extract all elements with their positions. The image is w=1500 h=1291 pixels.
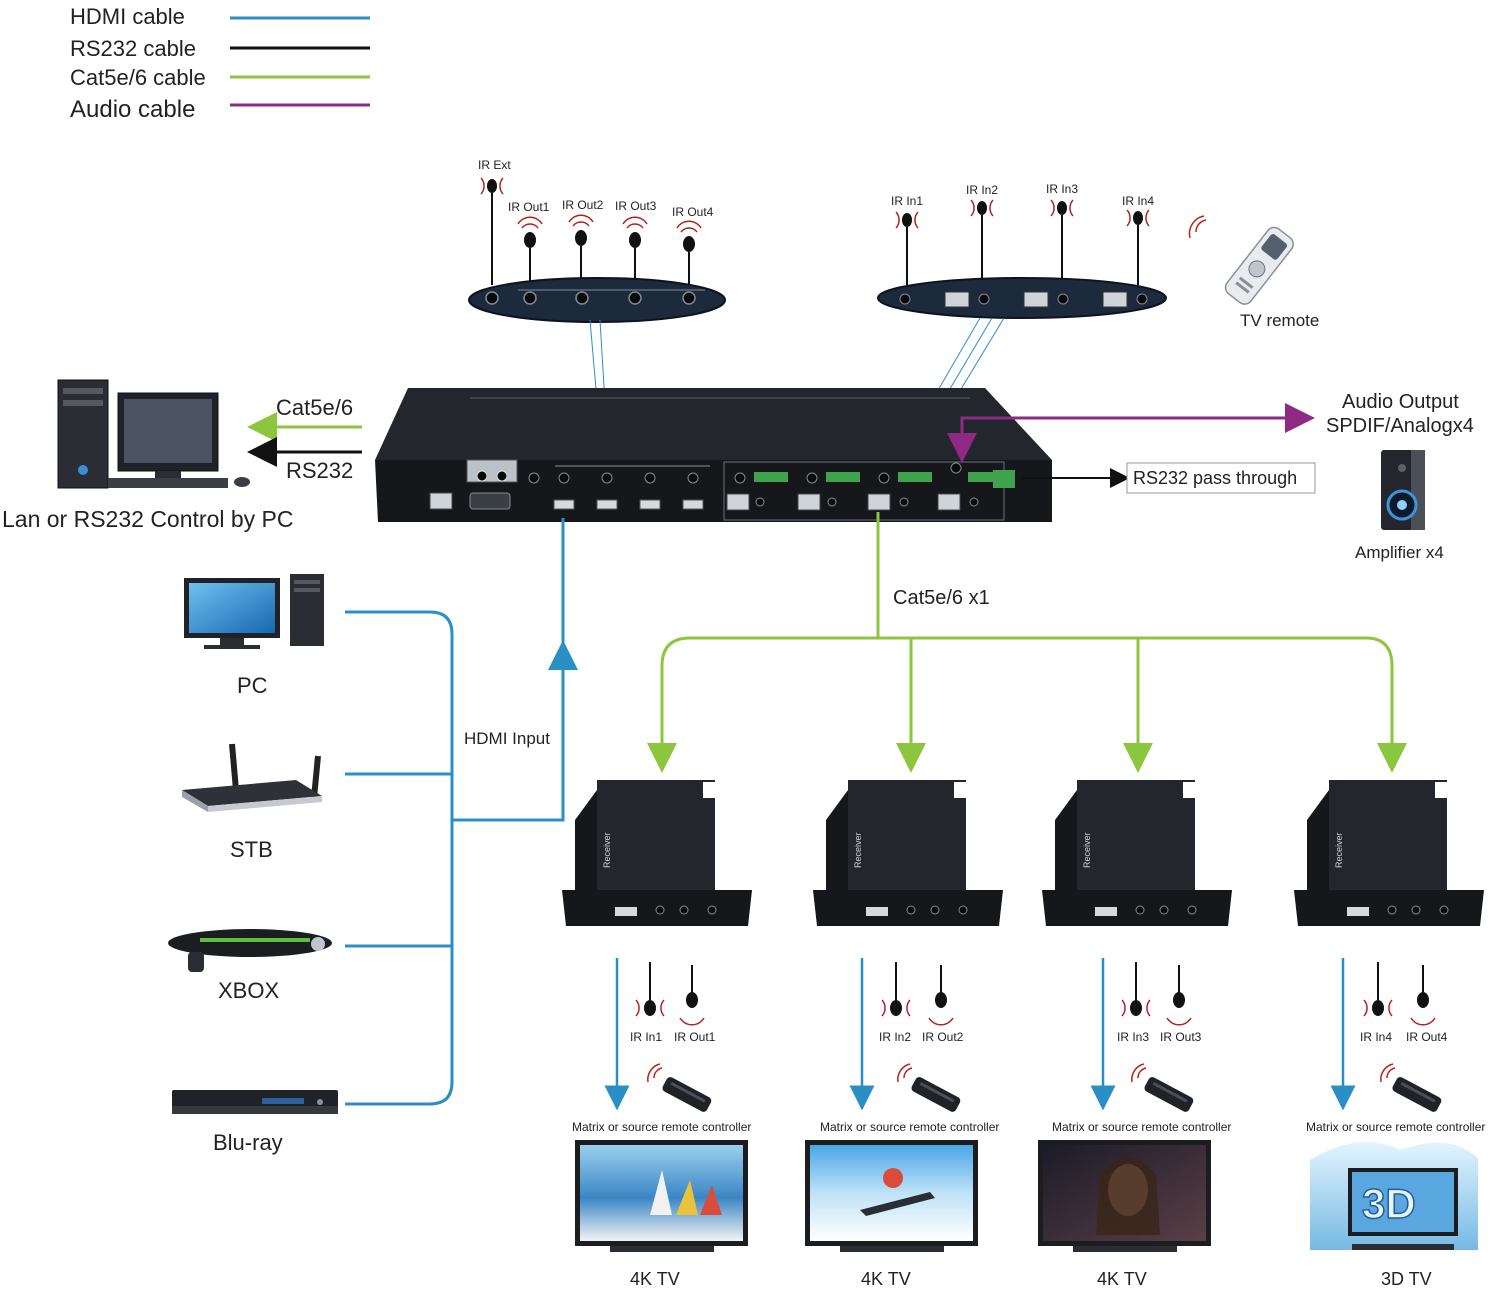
receiver-2-ir-in-label: IR In2 (879, 1030, 911, 1044)
receiver-1: Receiver (562, 780, 752, 926)
receiver-4: Receiver (1294, 780, 1484, 926)
ir-emitter-icon (517, 216, 543, 285)
ir-out3-label: IR Out3 (615, 199, 657, 213)
ir-in3-label: IR In3 (1046, 182, 1078, 196)
rs232-pass-label: RS232 pass through (1133, 468, 1297, 488)
legend-hdmi-label: HDMI cable (70, 4, 185, 29)
source-label-stb: STB (230, 837, 273, 862)
source-label-bluray: Blu-ray (213, 1130, 283, 1155)
remote-controller-icon (647, 1063, 712, 1112)
ir-out-panel (468, 277, 726, 323)
source-label-pc: PC (237, 673, 268, 698)
ir-in-panel (877, 277, 1167, 319)
receiver-1-label: Receiver (602, 832, 612, 868)
receiver-4-ir (1363, 962, 1436, 1026)
remote-controller-icon (897, 1063, 961, 1112)
legend-audio-label: Audio cable (70, 96, 195, 123)
receiver-2: Receiver (813, 780, 1003, 926)
ir-out4-label: IR Out4 (672, 205, 714, 219)
ir-emitter-icon (676, 220, 702, 285)
tv-remote-label: TV remote (1240, 311, 1319, 330)
ir-receiver-icon (480, 177, 504, 285)
receiver-3-ir-in-label: IR In3 (1117, 1030, 1149, 1044)
tv-3-label: 4K TV (1097, 1269, 1147, 1289)
tv-2-label: 4K TV (861, 1269, 911, 1289)
tv-4-label: 3D TV (1381, 1269, 1432, 1289)
receiver-4-label: Receiver (1334, 832, 1344, 868)
source-bluray-icon (172, 1090, 338, 1114)
ir-receiver-icon (970, 199, 994, 280)
receiver-4-remote-label: Matrix or source remote controller (1306, 1120, 1485, 1134)
receiver-2-remote-label: Matrix or source remote controller (820, 1120, 999, 1134)
tv-remote-icon (1188, 215, 1294, 305)
ir-emitter-icon (622, 216, 648, 285)
receiver-3-ir (1121, 962, 1192, 1026)
receiver-2-ir (881, 962, 954, 1026)
source-label-xbox: XBOX (218, 978, 279, 1003)
control-pc-icon (57, 379, 250, 489)
hdmi-input-label: HDMI Input (464, 729, 550, 748)
pc-control-rs232-label: RS232 (286, 458, 353, 483)
tv-1-label: 4K TV (630, 1269, 680, 1289)
legend: HDMI cable RS232 cable Cat5e/6 cable Aud… (70, 4, 370, 123)
receiver-4-ir-out-label: IR Out4 (1406, 1030, 1448, 1044)
ir-in2-label: IR In2 (966, 183, 998, 197)
receiver-1-remote-label: Matrix or source remote controller (572, 1120, 751, 1134)
source-pc-icon (184, 574, 324, 649)
amplifier-label: Amplifier x4 (1355, 543, 1444, 562)
audio-output-line1: Audio Output (1342, 391, 1459, 413)
hdmi-source-bus (345, 518, 578, 1106)
ir-receiver-icon (1050, 199, 1074, 280)
source-stb-icon (182, 743, 322, 812)
pc-control-caption: Lan or RS232 Control by PC (2, 506, 294, 532)
ir-receiver-icon (1126, 209, 1150, 285)
tv-4-3d-badge: 3D (1362, 1180, 1416, 1227)
tv-2 (805, 1140, 978, 1252)
receiver-2-ir-out-label: IR Out2 (922, 1030, 964, 1044)
receiver-2-label: Receiver (853, 832, 863, 868)
receiver-1-ir-in-label: IR In1 (630, 1030, 662, 1044)
ir-in-panel-group: IR In1 IR In2 IR In3 IR In4 (877, 182, 1167, 319)
tv-4: 3D (1310, 1142, 1478, 1250)
cat-x1-label: Cat5e/6 x1 (893, 587, 990, 609)
source-xbox-icon (168, 929, 332, 972)
matrix-switcher (375, 388, 1052, 522)
legend-rs232-label: RS232 cable (70, 36, 196, 61)
remote-controller-icon (1380, 1063, 1442, 1112)
ir-receiver-icon (895, 211, 919, 285)
ir-ext-label: IR Ext (478, 158, 511, 172)
audio-output-line2: SPDIF/Analogx4 (1326, 415, 1474, 437)
remote-controller-icon (1131, 1063, 1194, 1112)
receiver-3-ir-out-label: IR Out3 (1160, 1030, 1202, 1044)
ir-in4-label: IR In4 (1122, 194, 1154, 208)
ir-emitter-icon (568, 214, 594, 285)
ir-out1-label: IR Out1 (508, 200, 550, 214)
receiver-1-ir-out-label: IR Out1 (674, 1030, 716, 1044)
hdmi-output-drops (604, 958, 1356, 1111)
rs232-pass-box (1126, 462, 1316, 494)
ir-in1-label: IR In1 (891, 194, 923, 208)
pc-control-cat-label: Cat5e/6 (276, 395, 353, 420)
amplifier-icon (1381, 450, 1425, 530)
ir-out-panel-group: IR Ext IR Out1 IR Out2 IR Out3 IR Out4 (468, 158, 726, 323)
receiver-4-ir-in-label: IR In4 (1360, 1030, 1392, 1044)
ir-out2-label: IR Out2 (562, 198, 604, 212)
receiver-1-ir (635, 962, 705, 1026)
receiver-3-remote-label: Matrix or source remote controller (1052, 1120, 1231, 1134)
receiver-3: Receiver (1042, 780, 1232, 926)
legend-cat-label: Cat5e/6 cable (70, 65, 206, 90)
cat-distribution (647, 512, 1407, 773)
receiver-3-label: Receiver (1082, 832, 1092, 868)
tv-3 (1038, 1140, 1211, 1252)
tv-1 (575, 1140, 748, 1252)
